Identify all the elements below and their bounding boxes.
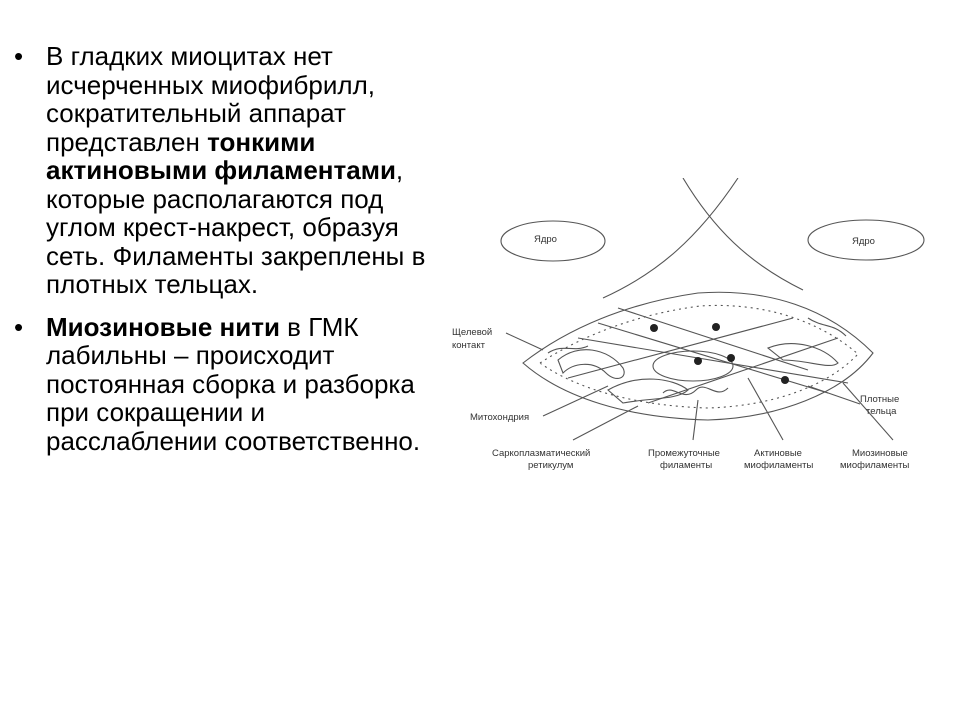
bullet-marker: • [14,311,24,342]
sarcoplasmic-reticulum [807,317,847,337]
dense-body [727,354,735,362]
mitochondrion [652,350,734,382]
cell-outline-inner [539,304,859,409]
nucleus-left [500,220,606,262]
bullet-text-regular: , которые располагаются под углом крест-… [46,155,426,299]
mitochondrion [557,349,625,379]
cell-outline [522,291,874,421]
bullet-text: Миозиновые нити в ГМК лабильны – происхо… [46,311,432,456]
bullet-text-bold: тонкими актиновыми филаментами [46,126,396,185]
bullet-item-2: • Миозиновые нити в ГМК лабильны – проис… [12,311,432,456]
bullet-item-1: • В гладких миоцитах нет исчерченных мио… [12,42,432,299]
sarcoplasmic-reticulum [547,345,589,354]
label-leader [747,377,784,441]
label-mitochondrion: Митохондрия [470,412,529,423]
mitochondrion [607,378,689,404]
bullet-text: В гладких миоцитах нет исчерченных миофи… [46,42,432,299]
text-column: • В гладких миоцитах нет исчерченных мио… [12,42,432,469]
actin-filament [647,337,839,404]
label-nucleus-left: Ядро [534,234,557,245]
intermediate-filaments [662,386,729,396]
label-nucleus-right: Ядро [852,236,875,247]
cell-membrane [602,178,739,299]
cell-membrane [682,178,804,291]
label-leader [572,405,639,441]
label-leader [505,332,544,351]
dense-body [694,357,702,365]
bullet-text-bold: Миозиновые нити [46,311,280,342]
actin-filament [567,317,794,379]
dense-body [781,376,789,384]
nucleus-right [807,219,925,261]
label-leader [807,385,861,405]
actin-filament [577,337,849,384]
label-leader [842,382,894,441]
dense-body [712,323,720,331]
actin-filament [597,322,829,394]
label-leader [542,385,609,417]
label-leader [692,399,699,441]
bullet-text-regular: в ГМК лабильны – происходит постоянная с… [46,311,421,456]
bullet-text-regular: В гладких миоцитах нет исчерченных миофи… [46,41,375,157]
mitochondrion [766,343,839,367]
bullet-marker: • [14,41,24,71]
dense-body [650,324,658,332]
